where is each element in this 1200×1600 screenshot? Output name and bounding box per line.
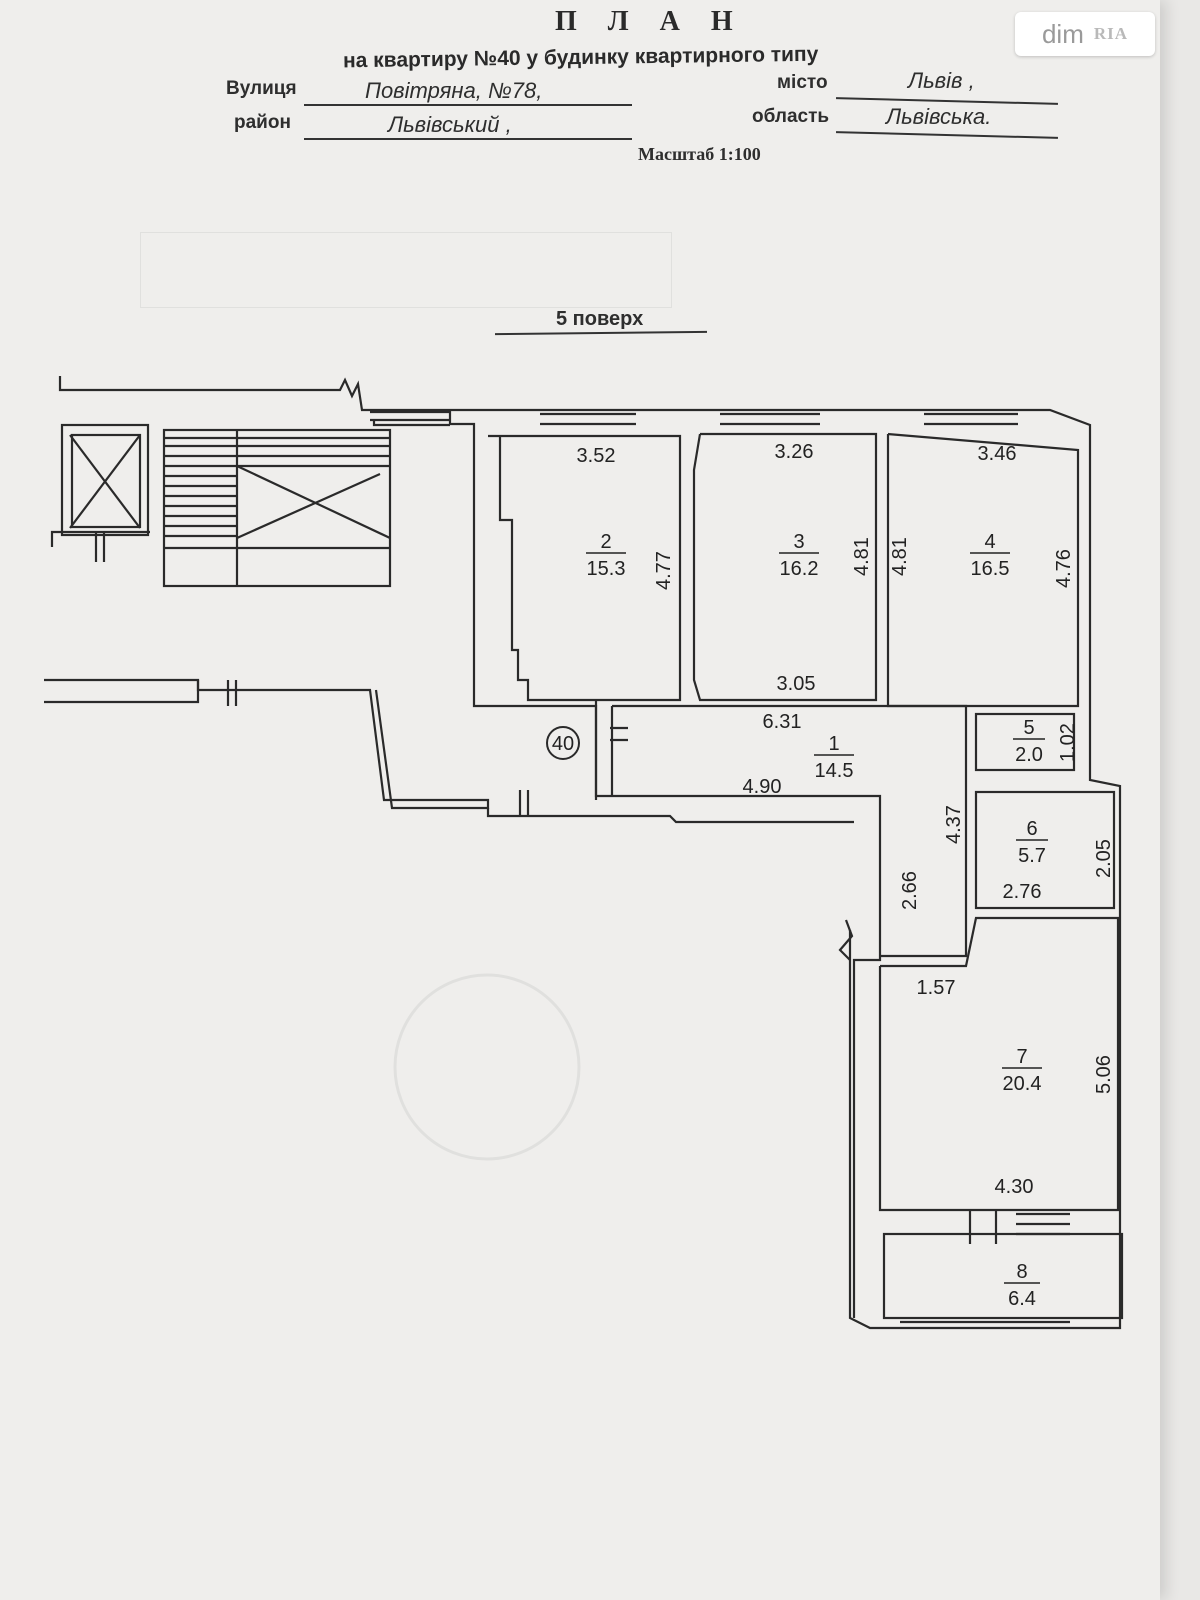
- region-label: область: [752, 106, 830, 127]
- dim-4-81-b: 4.81: [889, 537, 911, 576]
- room-2-number: 2: [600, 531, 611, 553]
- city-label: місто: [777, 72, 828, 93]
- region-value: Львівська.: [886, 104, 992, 129]
- room-5-number: 5: [1023, 717, 1034, 739]
- plan-title: П Л А Н: [555, 6, 745, 37]
- dim-3-05: 3.05: [777, 673, 816, 695]
- dim-4-37: 4.37: [943, 805, 965, 844]
- room-4-area: 16.5: [971, 558, 1010, 580]
- room-7-number: 7: [1016, 1046, 1027, 1068]
- dim-1-57: 1.57: [917, 977, 956, 999]
- show-through-box: [140, 232, 672, 308]
- wall-lines: [44, 376, 1124, 1330]
- street-label: Вулиця: [226, 78, 297, 99]
- floor-plan-drawing: 40 2 15.3 3 16.2 4 16.5 1 14.5 5 2.0 6 5…: [44, 376, 1124, 1330]
- dim-4-81-a: 4.81: [851, 537, 873, 576]
- room-7-area: 20.4: [1003, 1073, 1042, 1095]
- apartment-marker-circle: [546, 726, 580, 760]
- dim-3-26: 3.26: [775, 441, 814, 463]
- room-6-number: 6: [1026, 818, 1037, 840]
- street-underline: [304, 104, 632, 106]
- room-8-number: 8: [1016, 1261, 1027, 1283]
- dimension-labels: 3.52 3.26 3.46 4.77 4.81 4.81 4.76 3.05 …: [577, 441, 1115, 1198]
- dim-2-66: 2.66: [899, 871, 921, 910]
- room-3-number: 3: [793, 531, 804, 553]
- room-8-area: 6.4: [1008, 1288, 1036, 1310]
- logo-text: dim: [1041, 18, 1084, 49]
- dim-4-77: 4.77: [653, 551, 675, 590]
- dim-3-52: 3.52: [577, 445, 616, 467]
- dim-ria-logo[interactable]: dim RIA: [1015, 12, 1155, 56]
- dim-6-31: 6.31: [763, 711, 802, 733]
- district-value: Львівський ,: [388, 112, 512, 137]
- room-3-area: 16.2: [780, 558, 819, 580]
- room-5-area: 2.0: [1015, 744, 1043, 766]
- room-1-number: 1: [828, 733, 839, 755]
- logo-sub: RIA: [1093, 24, 1129, 43]
- room-6-area: 5.7: [1018, 845, 1046, 867]
- document-sheet: П Л А Н на квартиру №40 у будинку кварти…: [44, 6, 1155, 1330]
- dim-1-02: 1.02: [1057, 723, 1079, 762]
- dim-4-76: 4.76: [1053, 549, 1075, 588]
- apartment-marker-number: 40: [552, 733, 574, 755]
- dim-4-90: 4.90: [743, 776, 782, 798]
- street-value: Повітряна, №78,: [365, 78, 543, 103]
- stamp-circle: [393, 973, 581, 1161]
- scale-label: Масштаб 1:100: [638, 144, 761, 164]
- dim-4-30: 4.30: [995, 1176, 1034, 1198]
- dim-2-05: 2.05: [1093, 839, 1115, 878]
- room-4-number: 4: [984, 531, 995, 553]
- district-underline: [304, 138, 632, 140]
- room-1-area: 14.5: [815, 760, 854, 782]
- dim-2-76: 2.76: [1003, 881, 1042, 903]
- dim-3-46: 3.46: [978, 443, 1017, 465]
- dim-5-06: 5.06: [1093, 1055, 1115, 1094]
- room-2-area: 15.3: [587, 558, 626, 580]
- room-labels: 2 15.3 3 16.2 4 16.5 1 14.5 5 2.0 6 5.7 …: [586, 531, 1048, 1310]
- floor-label: 5 поверх: [556, 308, 644, 330]
- city-value: Львів ,: [908, 68, 975, 93]
- district-label: район: [234, 112, 291, 133]
